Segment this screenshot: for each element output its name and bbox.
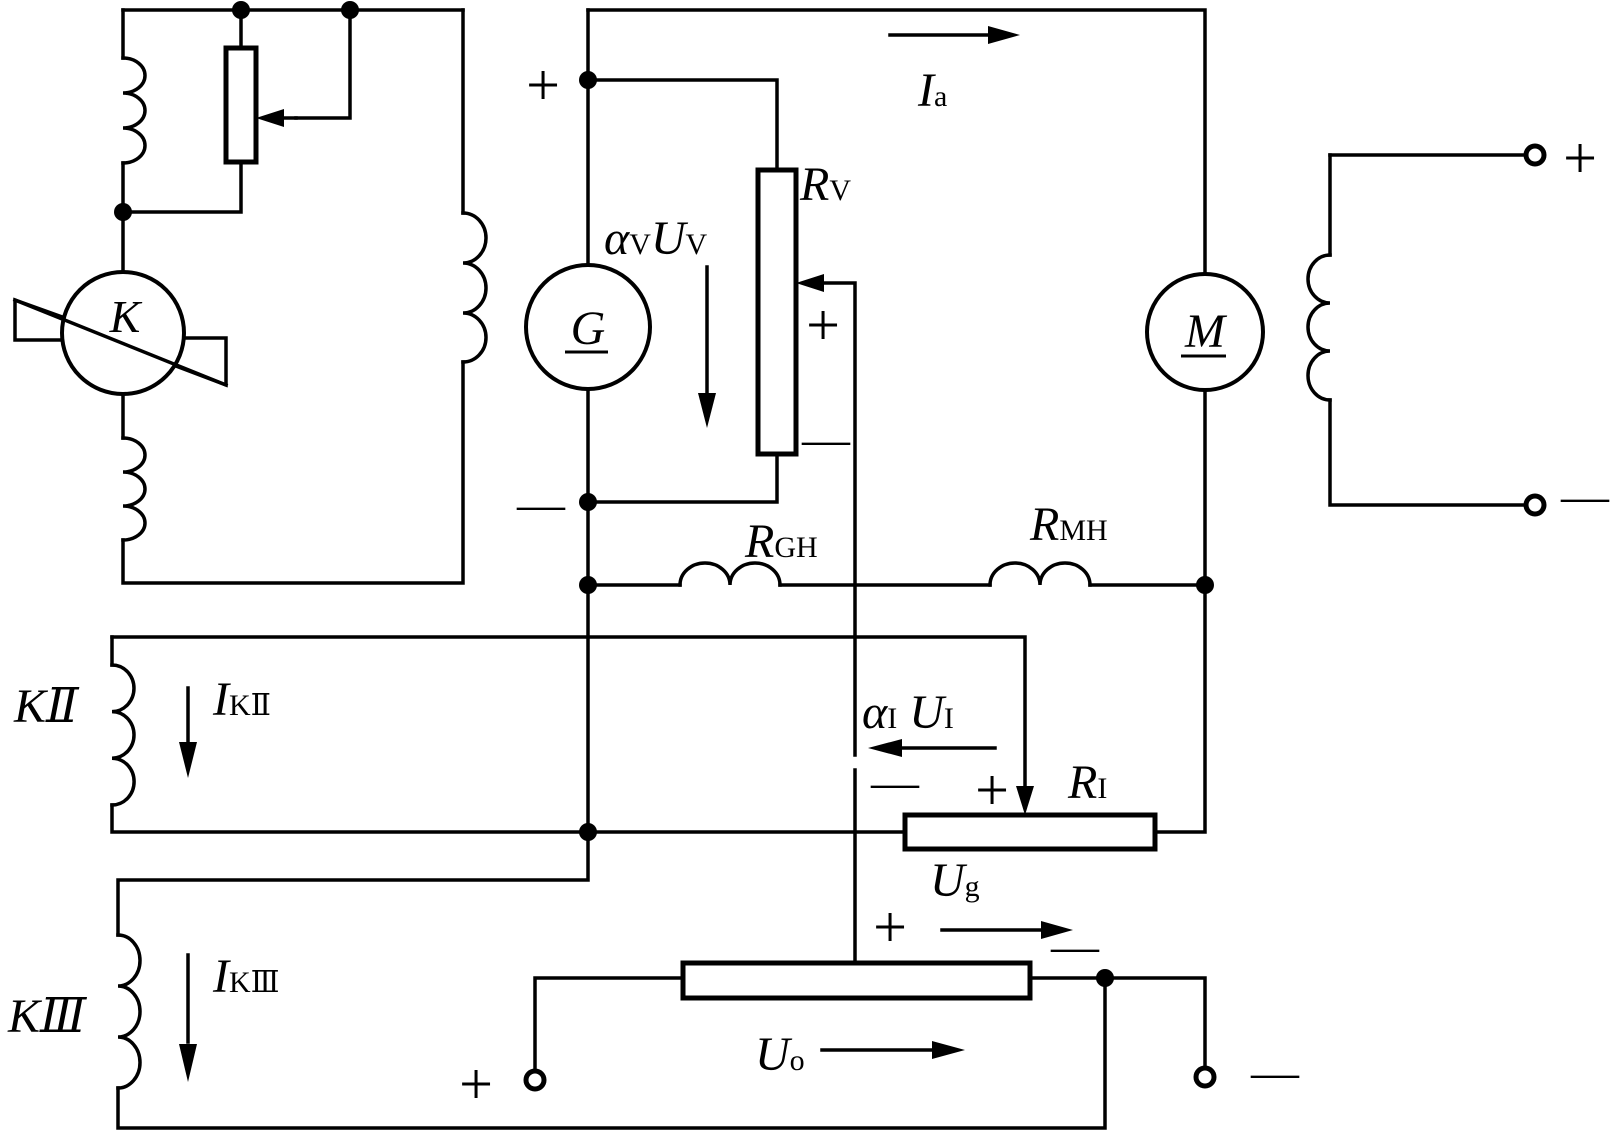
ik2-arrowhead [179,742,197,778]
rv-wiper-arrowhead [796,274,824,292]
rv-label: RV [799,158,851,211]
ri-label: RI [1067,756,1107,809]
rmh-coil [988,561,1092,587]
uo-label: Uo [755,1028,805,1081]
uv-arrowhead [698,393,716,428]
terminals [523,143,1547,1092]
generator-machine: G [524,263,652,391]
exciter-rheostat [223,45,259,165]
resistors [223,45,1158,1001]
rgh-coil [678,561,782,587]
ug-label: Ug [930,854,980,907]
terminal-motor-field-plus [1523,143,1547,167]
exciter-slash [12,297,229,388]
rgh-label: RGH [744,515,818,568]
ia-arrowhead [988,26,1020,44]
motor-field-coil [1306,253,1332,402]
wires [110,8,1527,1130]
ug-arrowhead [1041,921,1073,939]
junctions [114,1,1214,987]
junction-dot [579,823,597,841]
rheostat-wiper-arrowhead [256,109,284,127]
uo-divider-resistor [680,960,1033,1001]
plus-sign: + [459,1051,493,1117]
kII-label: KⅡ [13,680,80,733]
plus-sign: + [526,52,560,118]
junction-dot [579,71,597,89]
junction-dot [579,576,597,594]
terminal-motor-field-minus [1523,493,1547,517]
ia-label: Ia [917,64,947,117]
exciter-brush-left [13,297,67,342]
exciter-machine: K [12,270,229,396]
minus-sign: — [870,756,920,809]
terminal-uo-minus [1193,1065,1217,1089]
exciter-loop-coil [461,211,488,364]
generator-label: G [571,302,606,355]
junction-dot [579,493,597,511]
junction-dot [1196,576,1214,594]
plus-sign: + [806,292,840,358]
exciter-armature [60,270,186,396]
motor-circle [1145,272,1265,392]
kIII-coil [116,933,142,1090]
minus-sign: — [1560,470,1610,523]
uv-label: αVUV [604,212,708,265]
junction-dot [341,1,359,19]
ik2-label: IKⅡ [212,673,271,726]
minus-sign: — [1050,920,1100,973]
rv-resistor [755,167,799,457]
minus-sign: — [801,413,851,466]
junction-dot [114,203,132,221]
ui-arrowhead [868,739,902,757]
coils [110,56,1332,1090]
ui-label: αI UI [862,686,954,739]
minus-sign: — [1250,1046,1300,1099]
arrows [179,26,1073,1082]
ik3-arrowhead [179,1044,197,1082]
junction-dot [1096,969,1114,987]
motor-machine: M [1145,272,1265,392]
motor-label: M [1184,305,1228,358]
kIII-label: KⅢ [7,990,88,1043]
exciter-field-coil-upper [121,56,147,165]
uo-arrowhead [932,1041,965,1059]
generator-circle [524,263,652,391]
rmh-label: RMH [1029,498,1108,551]
plus-sign: + [975,757,1009,823]
ri-wiper-arrowhead [1016,786,1034,815]
exciter-field-coil-lower [121,436,147,542]
plus-sign: + [873,894,907,960]
minus-sign: — [516,478,566,531]
terminal-uo-plus [523,1068,547,1092]
exciter-label: K [109,291,143,342]
ik3-label: IKⅢ [212,950,280,1003]
polarity-signs: + — + — + — — + + — + — [459,52,1610,1117]
junction-dot [232,1,250,19]
plus-sign: + [1563,125,1597,191]
kII-coil [110,663,136,807]
ri-resistor [902,812,1158,852]
labels: Ia RV αVUV RGH RMH KⅡ IKⅡ αI UI RI [7,64,1108,1081]
